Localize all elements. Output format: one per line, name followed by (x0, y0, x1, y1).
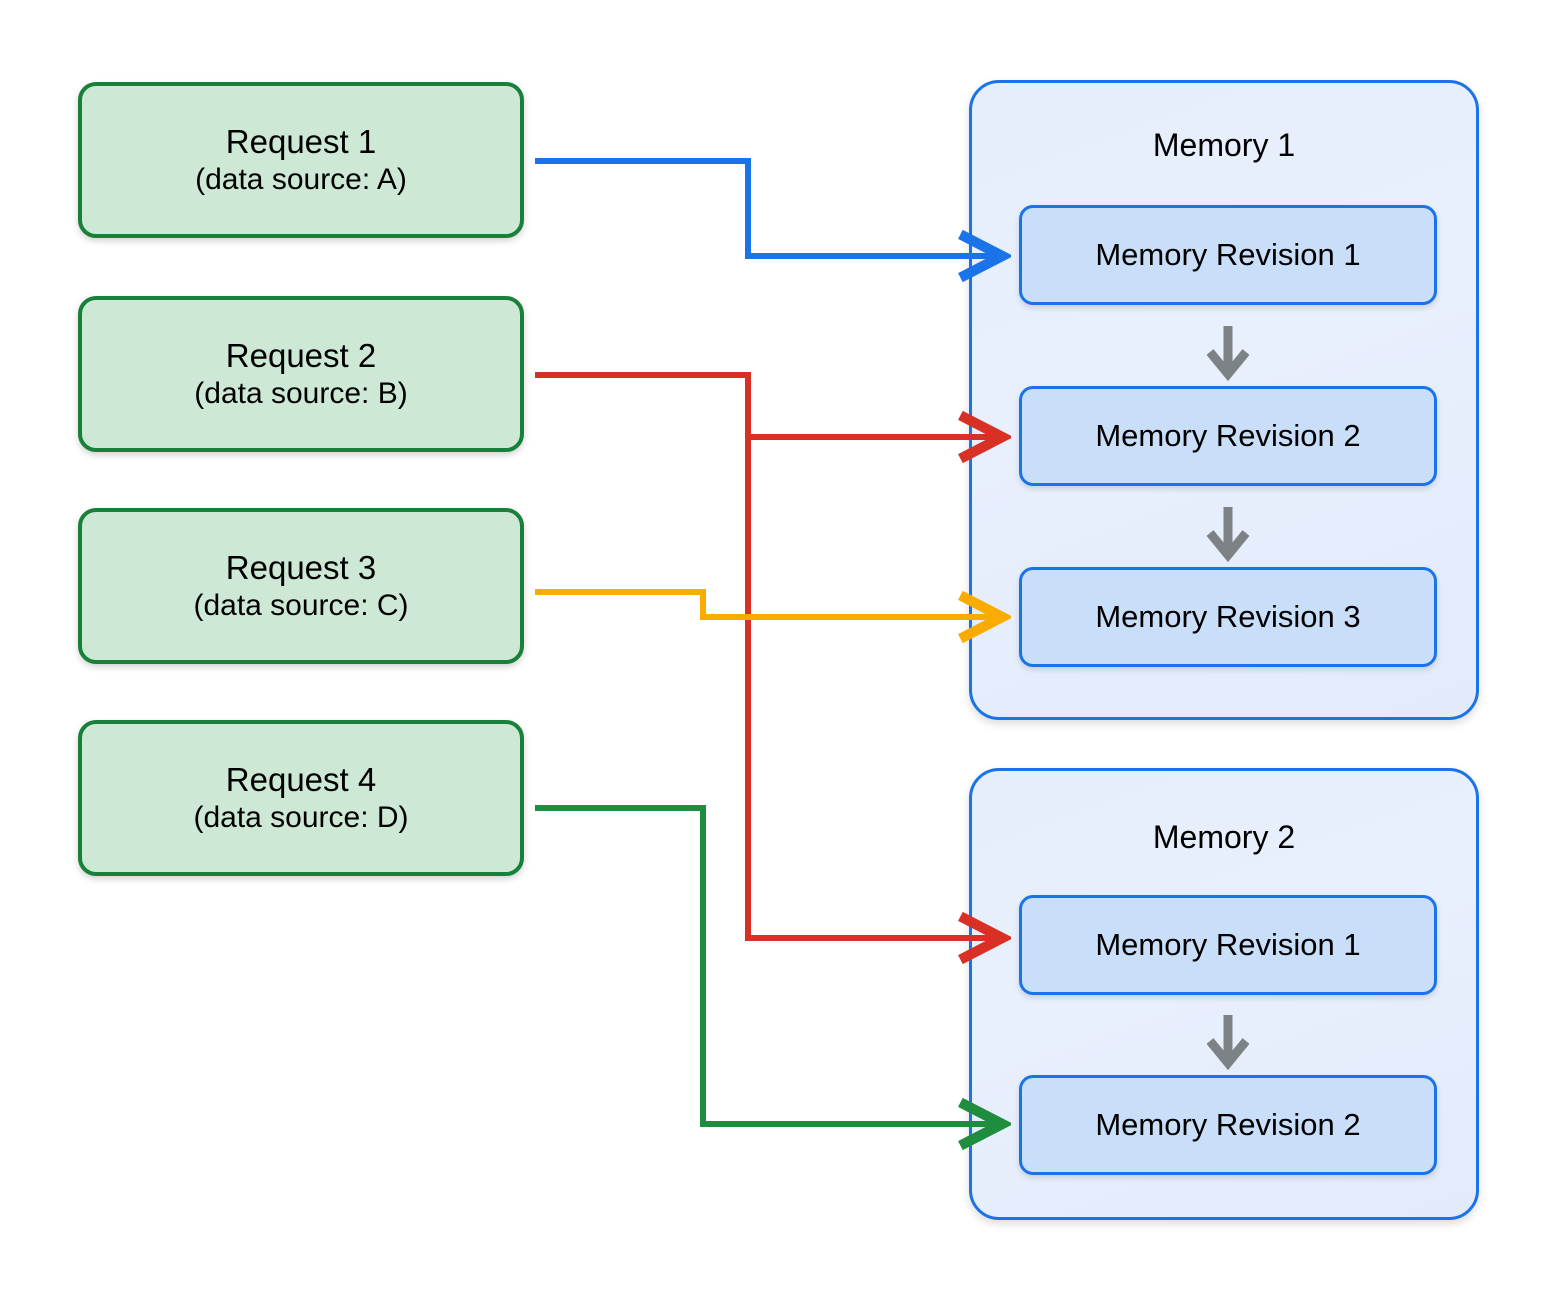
request-card-1[interactable]: Request 1 (data source: A) (78, 82, 524, 238)
connector-request3-to-memory1-revision3 (535, 589, 1000, 617)
request-card-4[interactable]: Request 4 (data source: D) (78, 720, 524, 876)
memory-container-2[interactable]: Memory 2 Memory Revision 1 Memory Revisi… (969, 768, 1479, 1220)
request-source: (data source: A) (195, 162, 407, 196)
request-card-2[interactable]: Request 2 (data source: B) (78, 296, 524, 452)
request-title: Request 4 (225, 760, 377, 798)
connector-request2-to-memory1-revision2 (535, 372, 1000, 437)
request-title: Request 3 (225, 548, 377, 586)
request-title: Request 1 (225, 122, 377, 160)
request-source: (data source: B) (194, 376, 408, 410)
memory-revision-box[interactable]: Memory Revision 2 (1019, 386, 1437, 486)
request-source: (data source: D) (193, 800, 409, 834)
connector-request1-to-memory1-revision1 (535, 158, 1000, 256)
memory-revision-box[interactable]: Memory Revision 1 (1019, 895, 1437, 995)
connector-request4-to-memory2-revision2 (535, 805, 1000, 1124)
memory-title: Memory 1 (1152, 127, 1296, 163)
request-card-3[interactable]: Request 3 (data source: C) (78, 508, 524, 664)
request-title: Request 2 (225, 336, 377, 374)
request-source: (data source: C) (193, 588, 409, 622)
memory-revision-box[interactable]: Memory Revision 3 (1019, 567, 1437, 667)
memory-container-1[interactable]: Memory 1 Memory Revision 1 Memory Revisi… (969, 80, 1479, 720)
memory-revision-box[interactable]: Memory Revision 2 (1019, 1075, 1437, 1175)
memory-revision-box[interactable]: Memory Revision 1 (1019, 205, 1437, 305)
memory-title: Memory 2 (1152, 819, 1296, 855)
connector-request2-to-memory2-revision1 (745, 375, 1000, 938)
